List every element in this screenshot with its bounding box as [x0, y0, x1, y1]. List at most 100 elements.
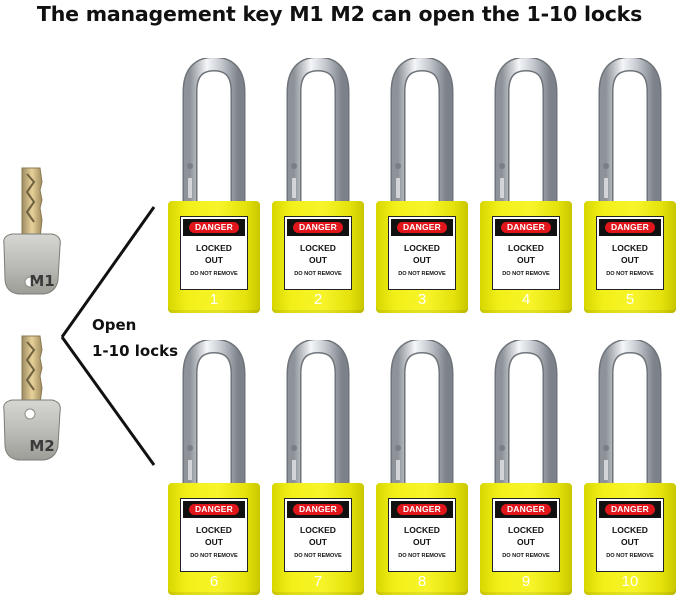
out-text: OUT: [205, 537, 223, 547]
do-not-remove-text: DO NOT REMOVE: [190, 553, 238, 559]
do-not-remove-text: DO NOT REMOVE: [502, 553, 550, 559]
do-not-remove-text: DO NOT REMOVE: [398, 271, 446, 277]
out-text: OUT: [413, 537, 431, 547]
locked-text: LOCKED: [300, 243, 336, 253]
out-text: OUT: [517, 537, 535, 547]
lock-number: 5: [625, 291, 635, 308]
padlock-6: DANGER LOCKED OUT DO NOT REMOVE 6: [166, 340, 262, 602]
key-m1-label: M1: [29, 272, 55, 290]
do-not-remove-text: DO NOT REMOVE: [606, 271, 654, 277]
danger-tag: DANGER LOCKED OUT DO NOT REMOVE: [284, 216, 352, 290]
open-label-line1: Open: [92, 316, 137, 334]
do-not-remove-text: DO NOT REMOVE: [190, 271, 238, 277]
lock-body: DANGER LOCKED OUT DO NOT REMOVE 1: [168, 201, 260, 313]
shackle-icon: [494, 340, 558, 488]
lock-body: DANGER LOCKED OUT DO NOT REMOVE 10: [584, 483, 676, 595]
padlock-10: DANGER LOCKED OUT DO NOT REMOVE 10: [582, 340, 678, 602]
danger-band: DANGER: [391, 501, 453, 518]
danger-band: DANGER: [599, 501, 661, 518]
danger-text: DANGER: [397, 222, 447, 233]
out-text: OUT: [621, 255, 639, 265]
danger-tag: DANGER LOCKED OUT DO NOT REMOVE: [596, 498, 664, 572]
danger-tag: DANGER LOCKED OUT DO NOT REMOVE: [180, 498, 248, 572]
danger-text: DANGER: [293, 504, 343, 515]
key-m1-icon: [3, 167, 61, 295]
danger-tag: DANGER LOCKED OUT DO NOT REMOVE: [492, 216, 560, 290]
lock-number: 4: [521, 291, 531, 308]
danger-band: DANGER: [183, 501, 245, 518]
shackle-icon: [390, 340, 454, 488]
open-label-line2: 1-10 locks: [92, 342, 179, 360]
management-key-m2: [0, 330, 80, 470]
danger-band: DANGER: [495, 219, 557, 236]
management-key-m1: [0, 160, 80, 300]
page-title: The management key M1 M2 can open the 1-…: [36, 2, 643, 26]
bracket-lines: [60, 206, 156, 466]
shackle-icon: [390, 58, 454, 206]
padlock-7: DANGER LOCKED OUT DO NOT REMOVE 7: [270, 340, 366, 602]
danger-band: DANGER: [391, 219, 453, 236]
out-text: OUT: [309, 537, 327, 547]
shackle-icon: [286, 340, 350, 488]
do-not-remove-text: DO NOT REMOVE: [398, 553, 446, 559]
locked-text: LOCKED: [196, 525, 232, 535]
key-m2-icon: [3, 335, 61, 461]
lock-number: 8: [417, 573, 427, 590]
do-not-remove-text: DO NOT REMOVE: [294, 553, 342, 559]
locked-text: LOCKED: [404, 525, 440, 535]
lock-number: 1: [209, 291, 219, 308]
locked-text: LOCKED: [508, 525, 544, 535]
out-text: OUT: [205, 255, 223, 265]
lock-body: DANGER LOCKED OUT DO NOT REMOVE 9: [480, 483, 572, 595]
danger-tag: DANGER LOCKED OUT DO NOT REMOVE: [284, 498, 352, 572]
danger-text: DANGER: [189, 504, 239, 515]
danger-tag: DANGER LOCKED OUT DO NOT REMOVE: [180, 216, 248, 290]
lock-body: DANGER LOCKED OUT DO NOT REMOVE 6: [168, 483, 260, 595]
lock-body: DANGER LOCKED OUT DO NOT REMOVE 2: [272, 201, 364, 313]
padlock-5: DANGER LOCKED OUT DO NOT REMOVE 5: [582, 58, 678, 320]
padlock-9: DANGER LOCKED OUT DO NOT REMOVE 9: [478, 340, 574, 602]
padlock-3: DANGER LOCKED OUT DO NOT REMOVE 3: [374, 58, 470, 320]
lock-number: 6: [209, 573, 219, 590]
lock-body: DANGER LOCKED OUT DO NOT REMOVE 3: [376, 201, 468, 313]
danger-band: DANGER: [599, 219, 661, 236]
danger-text: DANGER: [397, 504, 447, 515]
locked-text: LOCKED: [612, 525, 648, 535]
danger-band: DANGER: [287, 501, 349, 518]
danger-text: DANGER: [501, 504, 551, 515]
danger-text: DANGER: [189, 222, 239, 233]
locked-text: LOCKED: [404, 243, 440, 253]
danger-tag: DANGER LOCKED OUT DO NOT REMOVE: [388, 498, 456, 572]
danger-text: DANGER: [293, 222, 343, 233]
shackle-icon: [494, 58, 558, 206]
shackle-icon: [598, 340, 662, 488]
shackle-icon: [182, 340, 246, 488]
lock-number: 9: [521, 573, 531, 590]
shackle-icon: [182, 58, 246, 206]
padlock-1: DANGER LOCKED OUT DO NOT REMOVE 1: [166, 58, 262, 320]
locked-text: LOCKED: [300, 525, 336, 535]
danger-text: DANGER: [501, 222, 551, 233]
lock-number: 3: [417, 291, 427, 308]
padlock-8: DANGER LOCKED OUT DO NOT REMOVE 8: [374, 340, 470, 602]
lock-body: DANGER LOCKED OUT DO NOT REMOVE 7: [272, 483, 364, 595]
lock-body: DANGER LOCKED OUT DO NOT REMOVE 5: [584, 201, 676, 313]
locked-text: LOCKED: [612, 243, 648, 253]
danger-band: DANGER: [495, 501, 557, 518]
out-text: OUT: [517, 255, 535, 265]
danger-tag: DANGER LOCKED OUT DO NOT REMOVE: [596, 216, 664, 290]
lock-body: DANGER LOCKED OUT DO NOT REMOVE 8: [376, 483, 468, 595]
do-not-remove-text: DO NOT REMOVE: [606, 553, 654, 559]
padlock-2: DANGER LOCKED OUT DO NOT REMOVE 2: [270, 58, 366, 320]
key-m2-label: M2: [29, 437, 55, 455]
shackle-icon: [286, 58, 350, 206]
out-text: OUT: [309, 255, 327, 265]
locked-text: LOCKED: [196, 243, 232, 253]
danger-band: DANGER: [287, 219, 349, 236]
out-text: OUT: [621, 537, 639, 547]
out-text: OUT: [413, 255, 431, 265]
danger-text: DANGER: [605, 504, 655, 515]
padlock-4: DANGER LOCKED OUT DO NOT REMOVE 4: [478, 58, 574, 320]
danger-tag: DANGER LOCKED OUT DO NOT REMOVE: [492, 498, 560, 572]
